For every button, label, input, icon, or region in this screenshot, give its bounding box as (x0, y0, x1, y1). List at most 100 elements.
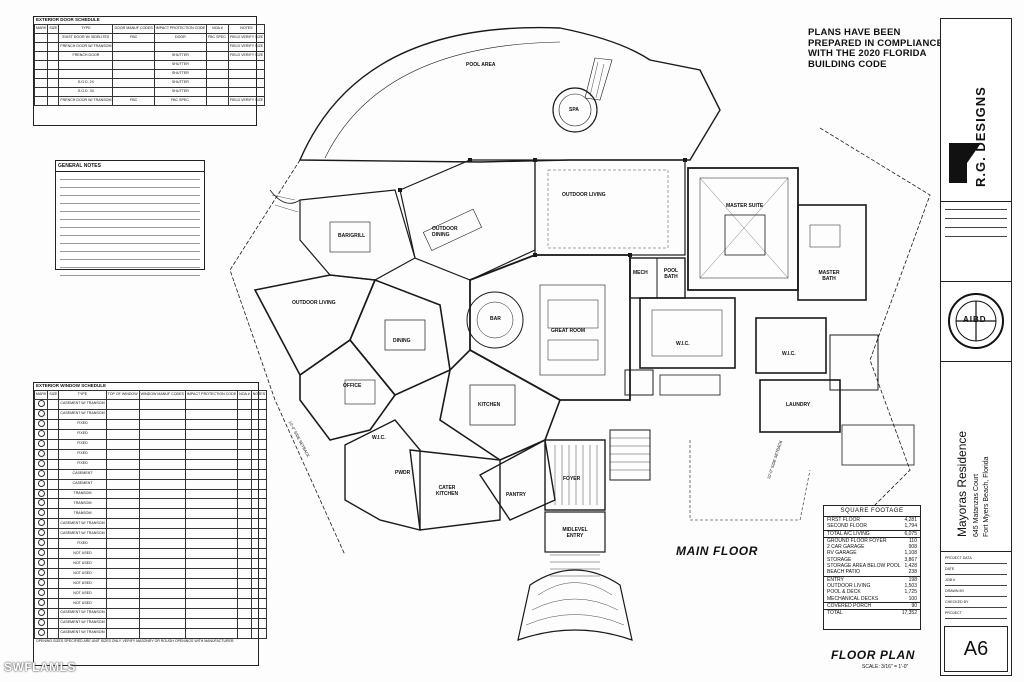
room-pool-area: POOL AREA (466, 62, 496, 68)
window-schedule-header: WINDOW MANUF CODES (138, 389, 186, 400)
window-schedule-cell: CASEMENT W/ TRANSOM (58, 627, 107, 639)
window-schedule-header: TYPE (58, 389, 107, 400)
room-pool-bath: POOL BATH (663, 268, 679, 280)
scale-label: SCALE: 3/16" = 1'-0" (862, 664, 909, 670)
project-name: Mayoras Residence (955, 430, 969, 537)
square-footage-value: 4,281 (904, 517, 917, 523)
window-schedule-cell (138, 627, 186, 639)
square-footage-value: 90 (911, 602, 917, 609)
window-schedule-header: IMPACT PROTECTION CODE (184, 389, 239, 400)
window-schedule-footer: OPENING SIZES SPECIFIED ARE UNIT SIZES O… (36, 638, 235, 643)
room-powder: PWDR (395, 470, 411, 476)
room-bar: BAR (490, 316, 501, 322)
aibd-seal-icon (948, 293, 1004, 349)
floor-plan-label: FLOOR PLAN (831, 648, 915, 662)
window-schedule-cell (184, 627, 239, 639)
title-block-field: CHECKED BY (945, 597, 1007, 608)
square-footage-label: ENTRY (827, 576, 844, 583)
room-midlevel-entry: MIDLEVEL ENTRY (562, 527, 588, 539)
room-dining: DINING (393, 338, 411, 344)
window-schedule-row: FIXED (33, 418, 268, 430)
square-footage-label: TOTAL (827, 610, 843, 617)
room-master-bath: MASTER BATH (818, 270, 840, 282)
window-schedule-row: CASEMENT W/ TRANSOM (33, 627, 268, 639)
square-footage-value: 238 (908, 569, 917, 576)
square-footage-value: 1,725 (904, 589, 917, 596)
project-address-1: 645 Matanzas Court (973, 473, 980, 537)
compliance-note: PLANS HAVE BEEN PREPARED IN COMPLIANCE W… (808, 27, 944, 70)
main-floor-label: MAIN FLOOR (676, 544, 758, 558)
square-footage-value: 1,108 (904, 550, 917, 557)
square-footage-row: BEACH PATIO 238 (824, 569, 920, 575)
square-footage-value: 1,428 (904, 563, 917, 570)
room-outdoor-dining: OUTDOOR DINING (432, 226, 458, 238)
title-block-field: JOB # (945, 575, 1007, 586)
square-footage-value: 17,352 (901, 610, 917, 617)
compliance-line-1: PLANS HAVE BEEN (808, 27, 901, 38)
window-schedule-row: NOT USED (33, 578, 268, 590)
window-schedule-row: NOT USED (33, 568, 268, 580)
square-footage-row: POOL & DECK 1,725 (824, 589, 920, 595)
window-schedule-header: NOTES (250, 389, 268, 400)
general-notes-title: GENERAL NOTES (56, 161, 204, 172)
square-footage-title: SQUARE FOOTAGE (824, 506, 920, 517)
square-footage-value: 6,075 (904, 530, 917, 537)
square-footage-row: GROUND FLOOR FOYER 110 (824, 536, 920, 544)
project-info: Mayoras Residence 645 Matanzas Court For… (941, 361, 1011, 552)
window-schedule-row: CASEMENT W/ TRANSOM (33, 617, 268, 629)
square-footage-value: 908 (908, 544, 917, 551)
door-schedule-cell (33, 95, 49, 106)
square-footage-label: RV GARAGE (827, 550, 857, 557)
firm-logo-icon (949, 143, 981, 183)
room-wic-1: W.I.C. (676, 341, 690, 347)
square-footage-row: RV GARAGE 1,108 (824, 550, 920, 556)
title-block: R.G. DESIGNS AIBD Mayoras Residence 645 … (940, 18, 1012, 676)
square-footage-label: TOTAL A/C LIVING (827, 530, 870, 537)
square-footage-label: POOL & DECK (827, 589, 861, 596)
square-footage-label: STORAGE (827, 556, 852, 563)
project-address-2: Fort Myers Beach, Florida (983, 456, 990, 537)
room-master-suite: MASTER SUITE (726, 203, 764, 209)
square-footage-label: MECHANICAL DECKS (827, 595, 879, 602)
room-cater-kitchen: CATER KITCHEN (435, 485, 459, 497)
room-laundry: LAUNDRY (786, 402, 811, 408)
square-footage-label: COVERED PORCH (827, 602, 872, 609)
square-footage-label: GROUND FLOOR FOYER (827, 537, 887, 544)
room-outdoor-living-left: OUTDOOR LIVING (292, 300, 336, 306)
square-footage-value: 1,794 (904, 523, 917, 530)
title-block-field: PROJECT (945, 608, 1007, 619)
sheet-number: A6 (944, 626, 1008, 672)
room-outdoor-living-top: OUTDOOR LIVING (562, 192, 606, 198)
room-barbgrill: BAR/GRILL (338, 233, 366, 239)
door-schedule-cell: FBC SPEC. (153, 95, 207, 106)
window-schedule-header: MARK (33, 389, 49, 400)
square-footage-row: TOTAL A/C LIVING 6,075 (824, 529, 920, 537)
room-great-room: GREAT ROOM (551, 328, 586, 334)
square-footage-value: 110 (909, 537, 917, 544)
square-footage-label: BEACH PATIO (827, 569, 860, 576)
aibd-seal: AIBD (941, 281, 1011, 362)
room-office: OFFICE (343, 383, 362, 389)
room-wic-office: W.I.C. (372, 435, 386, 441)
compliance-line-3: WITH THE 2020 FLORIDA (808, 48, 927, 59)
title-block-firm: R.G. DESIGNS (941, 19, 1011, 202)
square-footage-value: 3,867 (904, 556, 917, 563)
title-block-field: DATE (945, 564, 1007, 575)
room-kitchen: KITCHEN (478, 402, 501, 408)
compliance-line-2: PREPARED IN COMPLIANCE (808, 37, 944, 49)
